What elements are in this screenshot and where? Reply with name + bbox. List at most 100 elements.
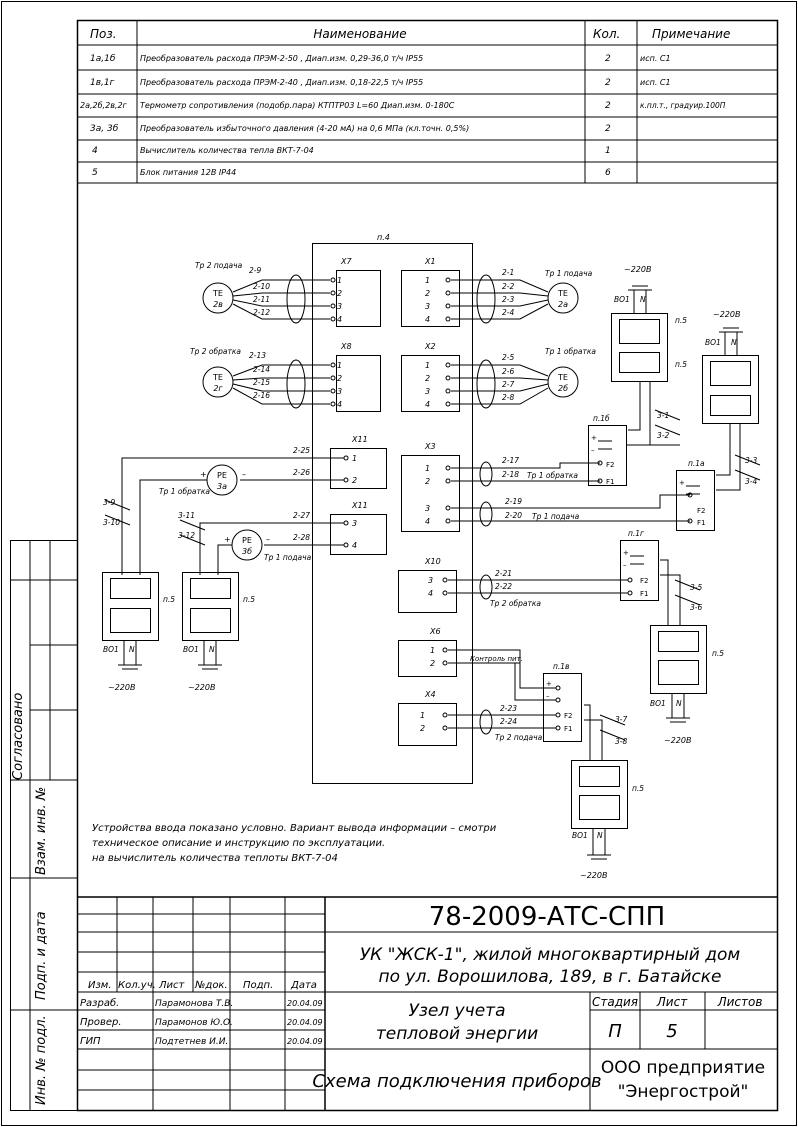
role-prover: Провер. bbox=[80, 1017, 122, 1028]
flowmeter-1a bbox=[676, 470, 715, 531]
label-x8: X8 bbox=[340, 342, 352, 351]
wire-2-14: 2-14 bbox=[253, 365, 270, 374]
f1-1a: F1 bbox=[697, 519, 705, 527]
cables-x4 bbox=[448, 709, 556, 735]
row-4-pos: 4 bbox=[92, 146, 98, 156]
wire-2-2: 2-2 bbox=[502, 282, 514, 291]
wire-2-26: 2-26 bbox=[293, 468, 310, 477]
pin-x8-1: 1 bbox=[337, 361, 342, 370]
wire-3-2: 3-2 bbox=[657, 431, 669, 440]
label-220-r1: ~220В bbox=[624, 265, 651, 274]
te-label-left-2: TE bbox=[212, 373, 223, 382]
pe-label-1: PE bbox=[217, 471, 227, 480]
col-list: Лист bbox=[158, 980, 186, 991]
label-tr1-obr-x3: Тр 1 обратка bbox=[527, 471, 578, 480]
psu-left-2 bbox=[182, 572, 239, 670]
row-2-note: к.пл.т., градуир.100П bbox=[640, 101, 726, 110]
wire-3-4: 3-4 bbox=[745, 477, 757, 486]
pin-x10-3: 3 bbox=[428, 576, 433, 585]
psu-left-1 bbox=[102, 572, 159, 670]
label-tr1-obr: Тр 1 обратка bbox=[545, 347, 596, 356]
row-1-pos: 1в,1г bbox=[90, 78, 115, 88]
label-p5-r3: п.5 bbox=[712, 649, 724, 658]
psu-right-4 bbox=[571, 704, 628, 860]
drawing-title: Схема подключения приборов bbox=[312, 1071, 601, 1092]
pin-x11b-4: 4 bbox=[352, 541, 357, 550]
pin-x6-1: 1 bbox=[430, 646, 435, 655]
wire-2-9: 2-9 bbox=[249, 266, 261, 275]
project-line-2: по ул. Ворошилова, 189, в г. Батайске bbox=[379, 967, 722, 987]
wire-2-27: 2-27 bbox=[293, 511, 310, 520]
wire-3-10: 3-10 bbox=[103, 518, 120, 527]
label-x11a: X11 bbox=[351, 435, 368, 444]
label-p5-r1a: п.5 bbox=[675, 316, 687, 325]
note-line-2: техническое описание и инструкцию по экс… bbox=[92, 838, 385, 849]
label-p1v: п.1в bbox=[553, 662, 569, 671]
te-pos-2a: 2а bbox=[558, 300, 568, 309]
f2-1g: F2 bbox=[640, 577, 648, 585]
wire-2-24: 2-24 bbox=[500, 717, 517, 726]
label-v01-r3: ВО1 bbox=[650, 699, 666, 708]
te-2b-sensor bbox=[547, 366, 579, 398]
terminal-x10 bbox=[398, 570, 457, 613]
header-note: Примечание bbox=[652, 27, 730, 41]
wire-2-23: 2-23 bbox=[500, 704, 517, 713]
pin-x11b-3: 3 bbox=[352, 519, 357, 528]
pin-x11a-1: 1 bbox=[352, 454, 357, 463]
label-v01-l1: ВО1 bbox=[103, 645, 119, 654]
pin-x1-4: 4 bbox=[425, 315, 430, 324]
sheet-value: 5 bbox=[666, 1021, 677, 1042]
wire-3-12: 3-12 bbox=[178, 531, 195, 540]
f2-1a: F2 bbox=[697, 507, 705, 515]
label-n-r3: N bbox=[676, 699, 682, 708]
label-v01-l2: ВО1 bbox=[183, 645, 199, 654]
wire-3-1: 3-1 bbox=[657, 411, 669, 420]
terminal-x2 bbox=[401, 355, 460, 412]
col-ndok: №док. bbox=[194, 980, 228, 991]
cables-te-left bbox=[232, 274, 330, 409]
label-v01-r2: ВО1 bbox=[705, 338, 721, 347]
f1-1g: F1 bbox=[640, 590, 648, 598]
wire-3-7: 3-7 bbox=[615, 715, 627, 724]
fm-1a-minus: – bbox=[679, 491, 683, 499]
wire-3-11: 3-11 bbox=[178, 511, 195, 520]
wire-3-3: 3-3 bbox=[745, 456, 757, 465]
wire-2-10: 2-10 bbox=[253, 282, 270, 291]
label-tr2-pod-x4: Тр 2 подача bbox=[495, 733, 543, 742]
psu-right-3 bbox=[650, 559, 707, 723]
wire-2-8: 2-8 bbox=[502, 393, 514, 402]
pin-x3-2: 2 bbox=[425, 477, 430, 486]
label-x10: X10 bbox=[424, 557, 441, 566]
side-podp-data: Подп. и дата bbox=[34, 911, 49, 1000]
wire-2-4: 2-4 bbox=[502, 308, 514, 317]
te-label-right-1: TE bbox=[557, 289, 568, 298]
pin-x1-2: 2 bbox=[425, 289, 430, 298]
col-podp: Подп. bbox=[243, 980, 273, 991]
wire-3-5: 3-5 bbox=[690, 583, 702, 592]
pe-minus-1: – bbox=[242, 470, 246, 479]
stage-label: Стадия bbox=[592, 995, 638, 1009]
pin-x1-3: 3 bbox=[425, 302, 430, 311]
row-4-qty: 1 bbox=[605, 146, 611, 156]
wire-2-17: 2-17 bbox=[502, 456, 519, 465]
role-razrab: Разраб. bbox=[80, 997, 119, 1009]
fm-1g-minus: – bbox=[623, 561, 627, 569]
te-2a-sensor bbox=[547, 282, 579, 314]
label-p4: п.4 bbox=[377, 233, 390, 242]
label-tr2-pod: Тр 2 подача bbox=[195, 261, 243, 270]
label-tr1-obr-pe: Тр 1 обратка bbox=[159, 487, 210, 496]
row-0-qty: 2 bbox=[605, 54, 611, 64]
cables-te-right bbox=[451, 274, 549, 409]
label-220-r2: ~220В bbox=[713, 310, 740, 319]
stage-value: П bbox=[608, 1021, 622, 1042]
side-stamp-grid bbox=[10, 540, 78, 1111]
label-control: Контроль пит. bbox=[470, 655, 523, 663]
wire-2-25: 2-25 bbox=[293, 446, 310, 455]
pe-pos-3a: 3а bbox=[217, 482, 227, 491]
te-label-left-1: TE bbox=[212, 289, 223, 298]
wire-2-1: 2-1 bbox=[502, 268, 514, 277]
label-tr2-obr: Тр 2 обратка bbox=[190, 347, 241, 356]
wire-2-13: 2-13 bbox=[249, 351, 266, 360]
row-2-name: Термометр сопротивления (подобр.пара) КТ… bbox=[140, 101, 455, 110]
label-tr1-pod: Тр 1 подача bbox=[545, 269, 593, 278]
